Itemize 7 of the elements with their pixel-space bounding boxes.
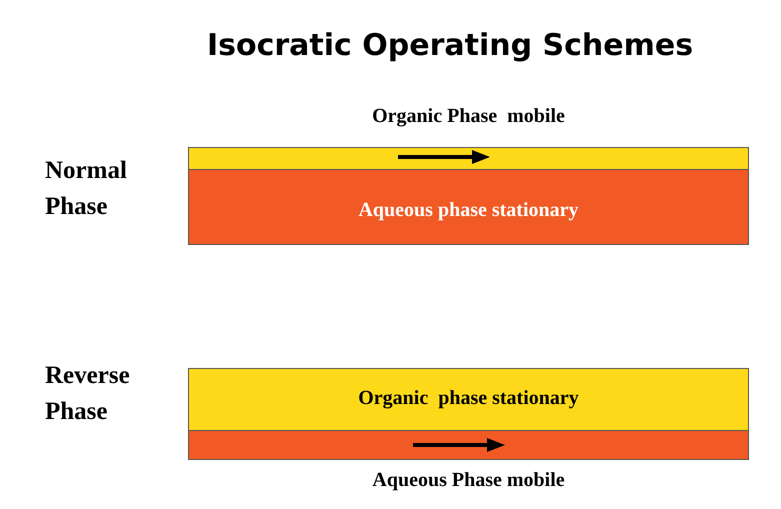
side-label: Reverse Phase <box>45 361 131 427</box>
phase-label: Aqueous Phase mobile <box>371 469 566 492</box>
phase-label: Organic Phase mobile <box>371 105 566 128</box>
side-label: Normal Phase <box>45 156 128 222</box>
title: Isocratic Operating Schemes <box>206 28 694 63</box>
layer-label: Organic phase stationary <box>357 387 580 410</box>
layer-label: Aqueous phase stationary <box>357 199 580 222</box>
